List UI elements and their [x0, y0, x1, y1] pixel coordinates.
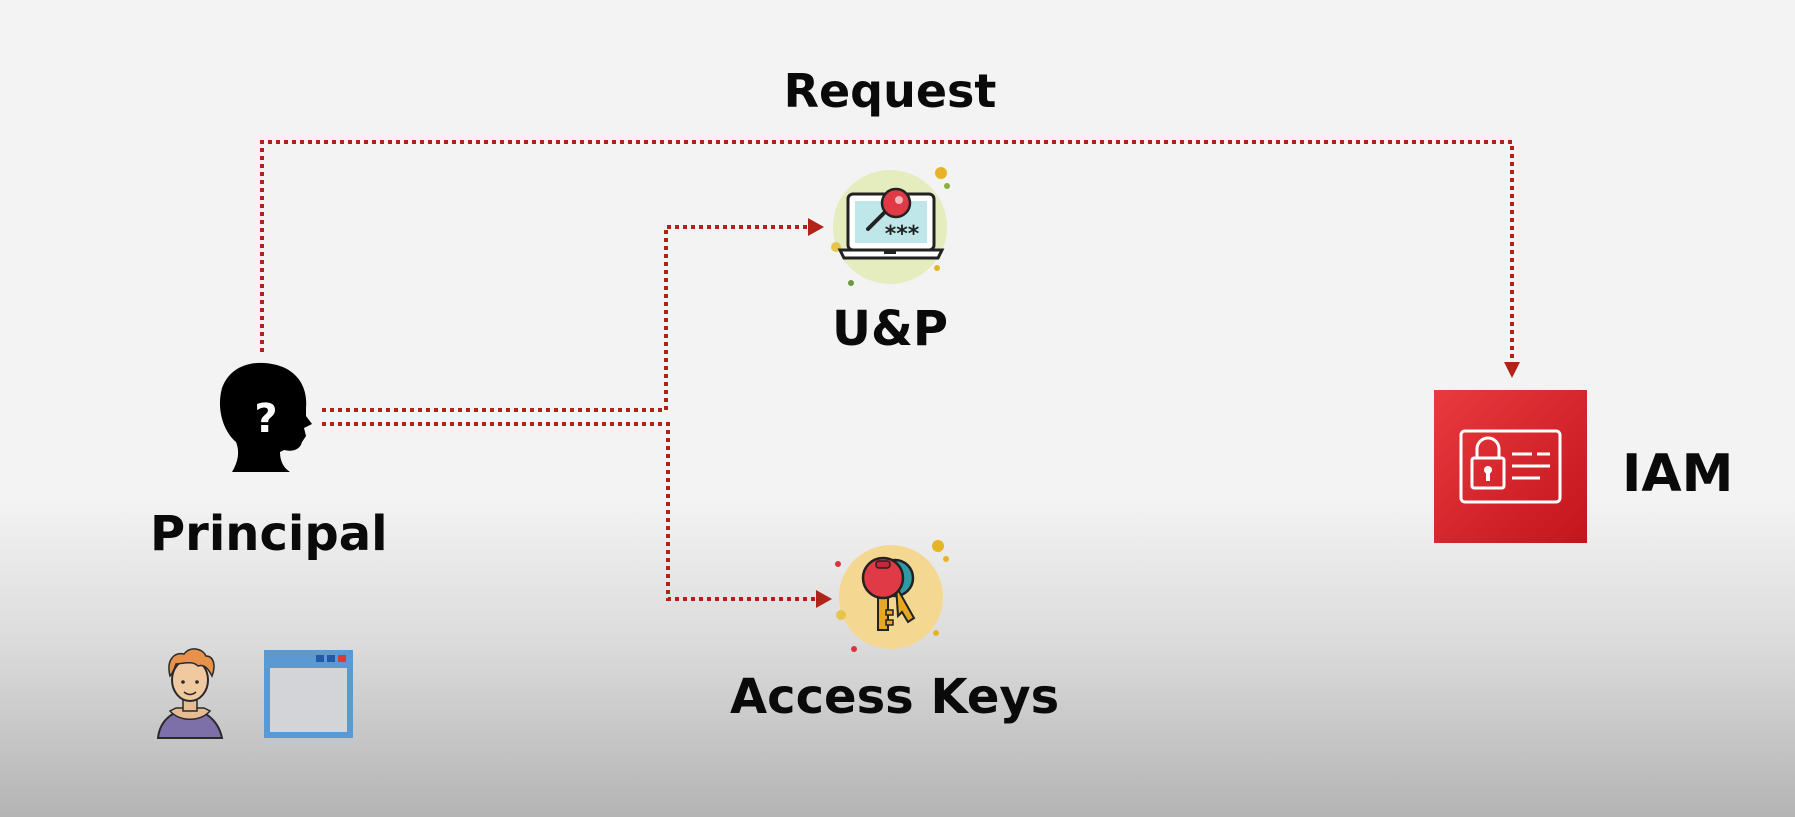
up-connector	[322, 225, 808, 412]
request-label: Request	[783, 64, 997, 118]
user-avatar-icon	[156, 648, 224, 739]
keys-connector	[322, 422, 816, 601]
principal-label: Principal	[150, 506, 388, 562]
password-mask: ***	[885, 222, 920, 247]
up-arrowhead	[808, 218, 824, 236]
application-window-icon	[264, 650, 353, 738]
svg-text:?: ?	[254, 396, 277, 442]
username-password-label: U&P	[831, 301, 948, 357]
request-arrowhead	[1504, 362, 1520, 378]
iam-label: IAM	[1622, 444, 1734, 504]
laptop-key-password-icon: ***	[831, 167, 950, 286]
keys-icon	[835, 540, 949, 652]
unknown-person-head-icon: ?	[219, 362, 312, 472]
keys-arrowhead	[816, 590, 832, 608]
access-keys-label: Access Keys	[730, 669, 1060, 725]
request-connector	[260, 140, 1514, 362]
iam-id-card-lock-icon	[1434, 390, 1587, 543]
